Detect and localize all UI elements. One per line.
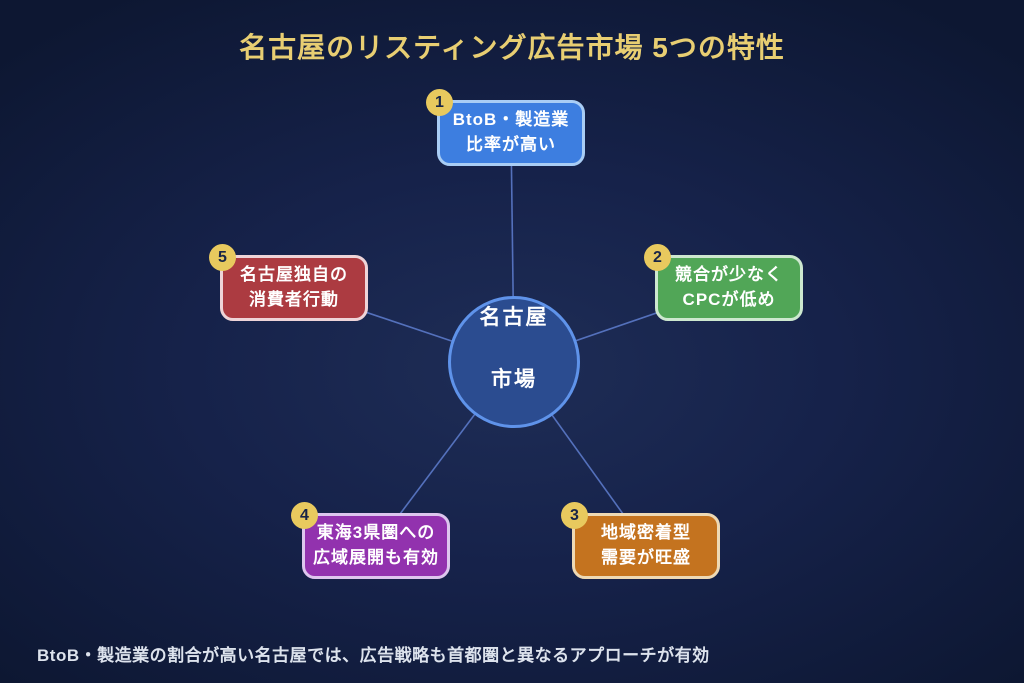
footer-caption: BtoB・製造業の割合が高い名古屋では、広告戦略も首都圏と異なるアプローチが有効 <box>37 646 710 665</box>
node-label-line2: 広域展開も有効 <box>313 548 439 567</box>
hub-label-line1: 名古屋 <box>479 306 549 329</box>
node-low-competition-cpc: 2 競合が少なく CPCが低め <box>644 244 803 321</box>
hub-label-line2: 市場 <box>491 368 537 391</box>
node-label-line1: BtoB・製造業 <box>452 110 570 130</box>
node-label-line2: 需要が旺盛 <box>601 548 691 567</box>
node-local-demand: 3 地域密着型 需要が旺盛 <box>561 502 720 579</box>
number-badge-1: 1 <box>426 89 453 116</box>
node-tokai-expansion: 4 東海3県圏への 広域展開も有効 <box>291 502 450 579</box>
node-label-line2: CPCが低め <box>682 290 776 309</box>
node-label-line2: 消費者行動 <box>249 290 339 309</box>
node-label-line1: 名古屋独自の <box>240 265 348 285</box>
number-badge-4: 4 <box>291 502 318 529</box>
node-label-line2: 比率が高い <box>466 135 556 154</box>
number-badge-3: 3 <box>561 502 588 529</box>
hub-circle-nagoya-market: 名古屋 市場 <box>448 296 580 428</box>
node-label-line1: 地域密着型 <box>601 523 691 543</box>
node-label-line1: 競合が少なく <box>675 265 783 285</box>
node-label-line1: 東海3県圏への <box>316 523 436 543</box>
diagram-title: 名古屋のリスティング広告市場 5つの特性 <box>239 32 785 63</box>
node-btob-manufacturing: 1 BtoB・製造業 比率が高い <box>426 89 585 166</box>
node-consumer-behavior: 5 名古屋独自の 消費者行動 <box>209 244 368 321</box>
number-badge-5: 5 <box>209 244 236 271</box>
number-badge-2: 2 <box>644 244 671 271</box>
